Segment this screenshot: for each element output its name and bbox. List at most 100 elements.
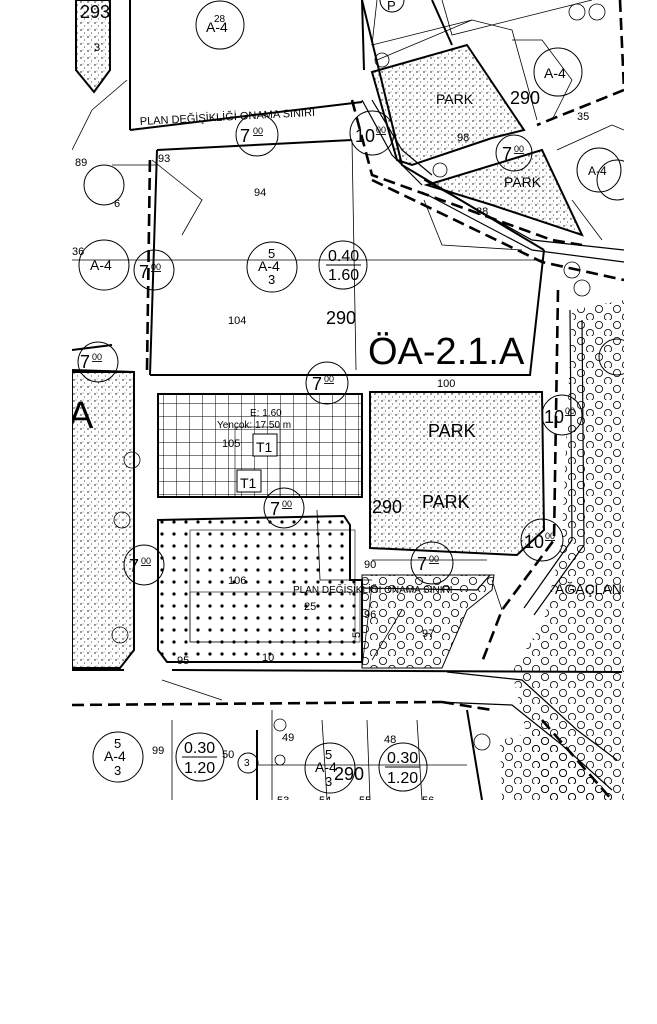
afforestation-label: AĞAÇLAN xyxy=(555,581,622,597)
parcel-number: 106 xyxy=(228,575,246,587)
zone-main: A-4 xyxy=(315,759,337,775)
parcel-number: 36 xyxy=(72,246,84,258)
road-width-sup: 00 xyxy=(514,144,524,154)
parcel-number: 3 xyxy=(94,42,100,54)
road-width: 7 xyxy=(270,499,280,519)
zone-sub: 3 xyxy=(268,272,275,287)
road-width-labels: 7 00 10 00 7 00 7 00 7 00 7 00 7 00 7 00… xyxy=(80,125,575,769)
park-label: PARK xyxy=(504,174,542,190)
zone-main: A-4 xyxy=(258,258,280,274)
road-width: 7 xyxy=(502,144,512,164)
zoning-map: 293 3 93 94 89 6 36 104 98 88 35 100 105… xyxy=(72,0,624,800)
block-number: 290 xyxy=(372,497,402,517)
zone-sup: 5 xyxy=(325,747,332,762)
parcel-number: 5 xyxy=(351,632,363,638)
parcel-number: 48 xyxy=(384,734,396,746)
parcel-number: 50 xyxy=(222,749,234,761)
parcel-number: 98 xyxy=(457,132,469,144)
road-width: 7 xyxy=(80,352,90,372)
parcel-number: 293 xyxy=(80,2,110,22)
road-width: 3 xyxy=(244,758,250,769)
road-width-sup: 00 xyxy=(253,126,263,136)
ratio-bottom: 1.20 xyxy=(387,770,418,787)
height-note: E: 1.60 xyxy=(250,408,282,419)
road-width-sup: 00 xyxy=(92,352,102,362)
height-note: Yençok: 17.50 m xyxy=(217,420,291,431)
road-width-sup: 00 xyxy=(324,374,334,384)
zone-main: A-4 xyxy=(206,19,228,35)
road-width-sup: 00 xyxy=(565,406,575,416)
ratio-top: 0.30 xyxy=(184,740,215,757)
parcel-number: 53 xyxy=(277,795,289,800)
parcel-number: 88 xyxy=(476,206,488,218)
zone-main: A-4 xyxy=(90,257,112,273)
zone-main: A-4 xyxy=(544,65,566,81)
road-width-sup: 00 xyxy=(151,262,161,272)
parcel-number: 54 xyxy=(319,795,331,800)
road-width: 10 xyxy=(355,126,375,146)
ratio-top: 0.30 xyxy=(387,750,418,767)
zone-sup: 5 xyxy=(114,736,121,751)
road-width: 10 xyxy=(524,532,544,552)
park-label: PARK xyxy=(422,492,470,512)
parcel-number: 95 xyxy=(177,655,189,667)
plan-boundary-label: PLAN DEĞİŞİKLİĞİ ONAMA SINIRI xyxy=(293,583,453,596)
zone-sup: 5 xyxy=(268,246,275,261)
zone-code: ÖA-2.1.A xyxy=(368,331,525,373)
zone-sup: 28 xyxy=(214,14,226,25)
road-width: 7 xyxy=(312,374,322,394)
road-width-sup: 00 xyxy=(545,531,555,541)
road-width: 7 xyxy=(129,556,139,576)
parcel-number: 104 xyxy=(228,315,246,327)
parcel-number: 96 xyxy=(364,609,376,621)
block-number: 290 xyxy=(510,88,540,108)
zone-sub: 3 xyxy=(325,774,332,789)
road-width: 7 xyxy=(240,126,250,146)
zone-main: A-4 xyxy=(104,748,126,764)
parcel-number: 93 xyxy=(158,153,170,165)
park-label: PARK xyxy=(428,421,476,441)
road-width-sup: 00 xyxy=(429,554,439,564)
zone-main: A-4 xyxy=(588,164,607,178)
zone-edge-letter: A xyxy=(72,395,94,437)
park-area-center xyxy=(369,391,546,557)
road-width: 10 xyxy=(544,407,564,427)
green-strip-top-left xyxy=(75,0,111,94)
road-width: 7 xyxy=(139,262,149,282)
ratio-bottom: 1.20 xyxy=(184,760,215,777)
zone-sub: 3 xyxy=(114,763,121,778)
parcel-number: 89 xyxy=(75,157,87,169)
road-width-sup: 00 xyxy=(376,125,386,135)
park-area-top-right xyxy=(423,148,584,237)
t1-label: T1 xyxy=(256,439,273,455)
parcel-number: 100 xyxy=(437,378,455,390)
parcel-number: 55 xyxy=(359,795,371,800)
zoning-map-frame: 293 3 93 94 89 6 36 104 98 88 35 100 105… xyxy=(72,0,624,800)
zone-symbols: 5 A-4 3 5 A-4 3 5 A-4 3 28 A-4 A-4 A-4 A… xyxy=(90,14,607,789)
road-width-sup: 00 xyxy=(282,499,292,509)
block-number: 290 xyxy=(326,308,356,328)
plan-boundary-label: PLAN DEĞİŞİKLİĞİ ONAMA SINIRI xyxy=(139,106,315,128)
parcel-number: 94 xyxy=(254,187,266,199)
parcel-number: 90 xyxy=(364,559,376,571)
parcel-number: 105 xyxy=(222,438,240,450)
afforestation-area-right xyxy=(512,300,624,800)
park-label: PARK xyxy=(436,91,474,107)
parcel-number: 99 xyxy=(152,745,164,757)
parcel-number: 56 xyxy=(422,795,434,800)
road-width: 7 xyxy=(417,554,427,574)
parcel-number: 25 xyxy=(304,601,316,613)
parcel-number: 6 xyxy=(114,198,120,210)
road-width-sup: 00 xyxy=(141,556,151,566)
ratio-symbols: 0.40 1.60 0.30 1.20 0.30 1.20 xyxy=(182,248,420,787)
parcel-number: 10 xyxy=(262,652,274,664)
parcel-number: 35 xyxy=(577,111,589,123)
t1-label: T1 xyxy=(240,475,257,491)
ratio-top: 0.40 xyxy=(328,248,359,265)
parcel-number: 97 xyxy=(422,628,434,640)
parcel-number: 49 xyxy=(282,732,294,744)
block-number: 290 xyxy=(334,764,364,784)
parking-symbol: P xyxy=(387,0,396,13)
dotted-area-bottom-right xyxy=(500,730,624,800)
ratio-bottom: 1.60 xyxy=(328,267,359,284)
